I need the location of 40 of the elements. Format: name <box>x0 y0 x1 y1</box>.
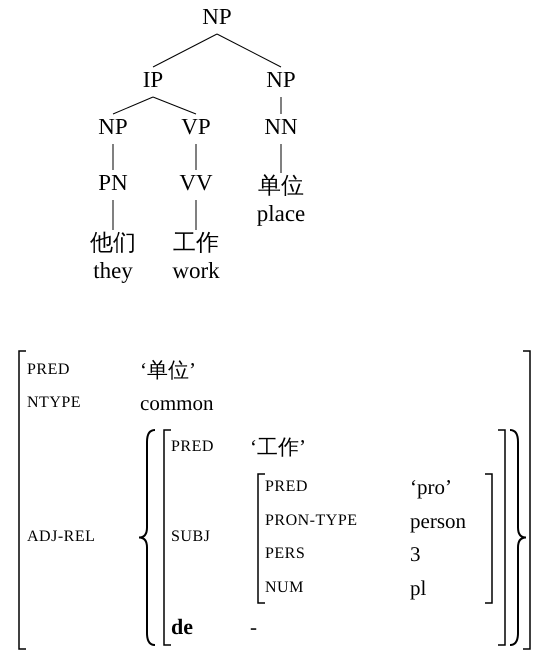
feature-name: ADJ-REL <box>27 527 96 547</box>
feature-name: de <box>171 615 193 639</box>
feature-name: PRED <box>27 360 70 380</box>
category-label: VV <box>179 169 213 197</box>
feature-value: 3 <box>410 542 420 566</box>
tree-branch <box>112 200 114 230</box>
feature-value: - <box>250 615 257 639</box>
category-label: NN <box>264 113 298 141</box>
tree-branch <box>152 34 218 68</box>
feature-name: PERS <box>265 544 306 564</box>
feature-name: NUM <box>265 578 304 598</box>
feature-value: common <box>140 391 214 415</box>
tree-branch <box>112 144 114 170</box>
feature-value: ‘单位’ <box>140 358 196 382</box>
tree-branch <box>280 144 282 174</box>
tree-branch <box>216 34 282 68</box>
category-label: NP <box>202 3 232 31</box>
feature-value: person <box>410 509 466 533</box>
feature-name: PRON-TYPE <box>265 511 358 531</box>
tree-branch <box>152 96 196 114</box>
feature-name: NTYPE <box>27 393 82 413</box>
english-gloss: they <box>93 257 133 285</box>
category-label: NP <box>266 66 296 94</box>
chinese-word: 单位 <box>258 172 304 200</box>
feature-name: PRED <box>171 437 214 457</box>
english-gloss: place <box>256 200 306 228</box>
tree-branch <box>112 96 154 114</box>
category-label: VP <box>181 113 211 141</box>
category-label: IP <box>142 66 164 94</box>
feature-value: ‘工作’ <box>250 435 306 459</box>
feature-value: pl <box>410 576 426 600</box>
tree-branch <box>280 96 282 114</box>
chinese-word: 他们 <box>90 229 136 257</box>
feature-name: PRED <box>265 477 308 497</box>
feature-value: ‘pro’ <box>410 475 452 499</box>
category-label: NP <box>98 113 128 141</box>
english-gloss: work <box>172 257 220 285</box>
chinese-word: 工作 <box>173 229 219 257</box>
feature-name: SUBJ <box>171 527 210 547</box>
category-label: PN <box>98 169 128 197</box>
